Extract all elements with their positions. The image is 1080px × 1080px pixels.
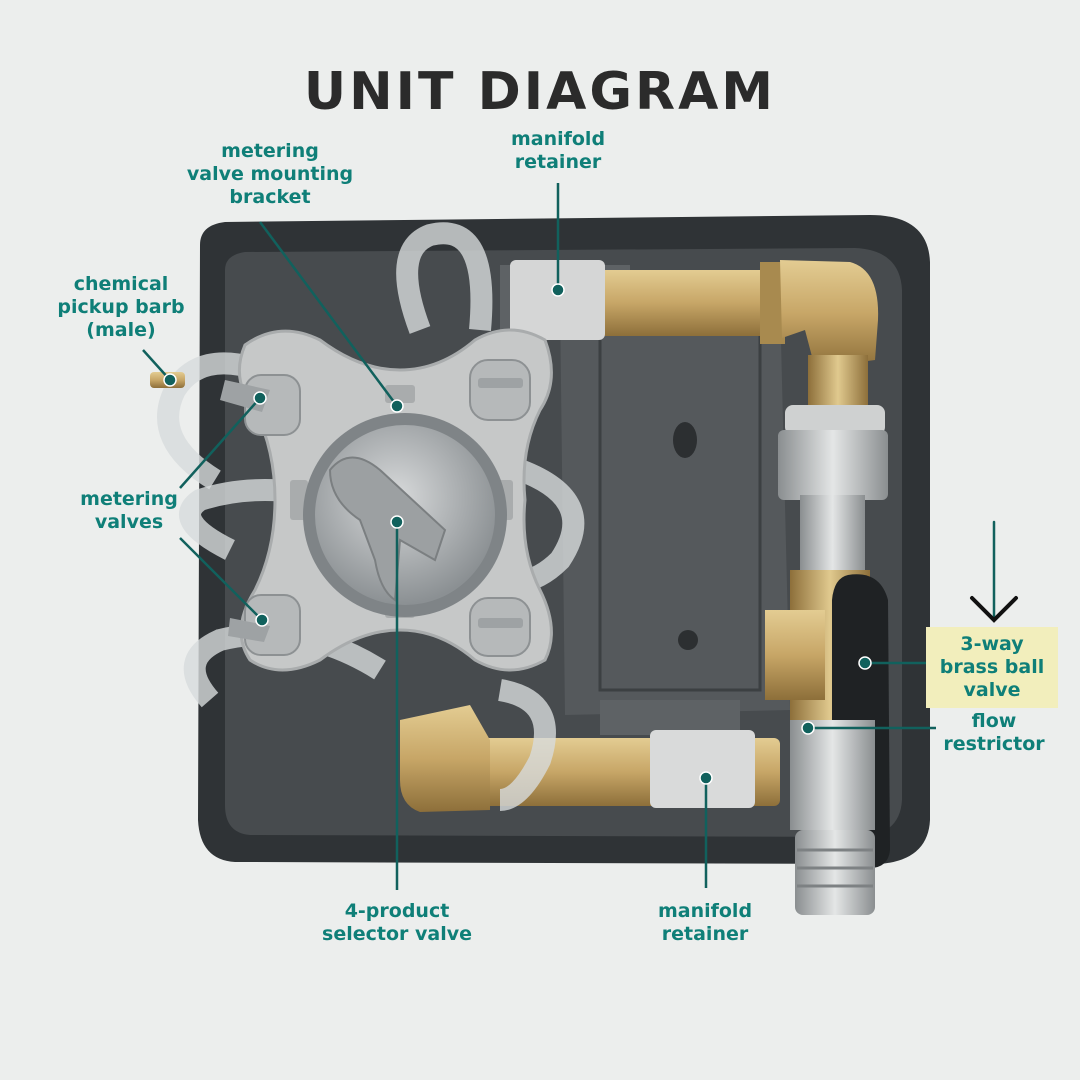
dot-flow-restrictor (801, 721, 815, 735)
selector-dome (303, 413, 507, 617)
down-arrow-icon (970, 520, 1018, 623)
dot-metering-bracket (390, 399, 404, 413)
label-manifold-retainer-top: manifold retainer (510, 128, 606, 173)
label-metering-valves: metering valves (80, 488, 178, 533)
label-ball-valve: 3-way brass ball valve (926, 627, 1058, 708)
leader-metering-bracket (258, 221, 399, 407)
ball-valve-assembly (765, 570, 890, 915)
label-flow-restrictor: flow restrictor (943, 710, 1045, 755)
diagram-title: UNIT DIAGRAM (303, 62, 777, 122)
dot-chemical-barb (163, 373, 177, 387)
leader-metering-valve-bottom (179, 537, 263, 621)
leader-metering-valve-top (179, 397, 261, 489)
dot-ball-valve (858, 656, 872, 670)
label-metering-bracket: metering valve mounting bracket (186, 140, 354, 208)
dot-selector (390, 515, 404, 529)
label-selector-valve: 4-product selector valve (322, 900, 472, 945)
label-manifold-retainer-bottom: manifold retainer (657, 900, 753, 945)
label-chemical-barb: chemical pickup barb (male) (57, 273, 185, 341)
dot-manifold-top (551, 283, 565, 297)
dot-manifold-bottom (699, 771, 713, 785)
dot-metering-valve-top (253, 391, 267, 405)
dot-metering-valve-bottom (255, 613, 269, 627)
top-manifold (510, 260, 888, 575)
